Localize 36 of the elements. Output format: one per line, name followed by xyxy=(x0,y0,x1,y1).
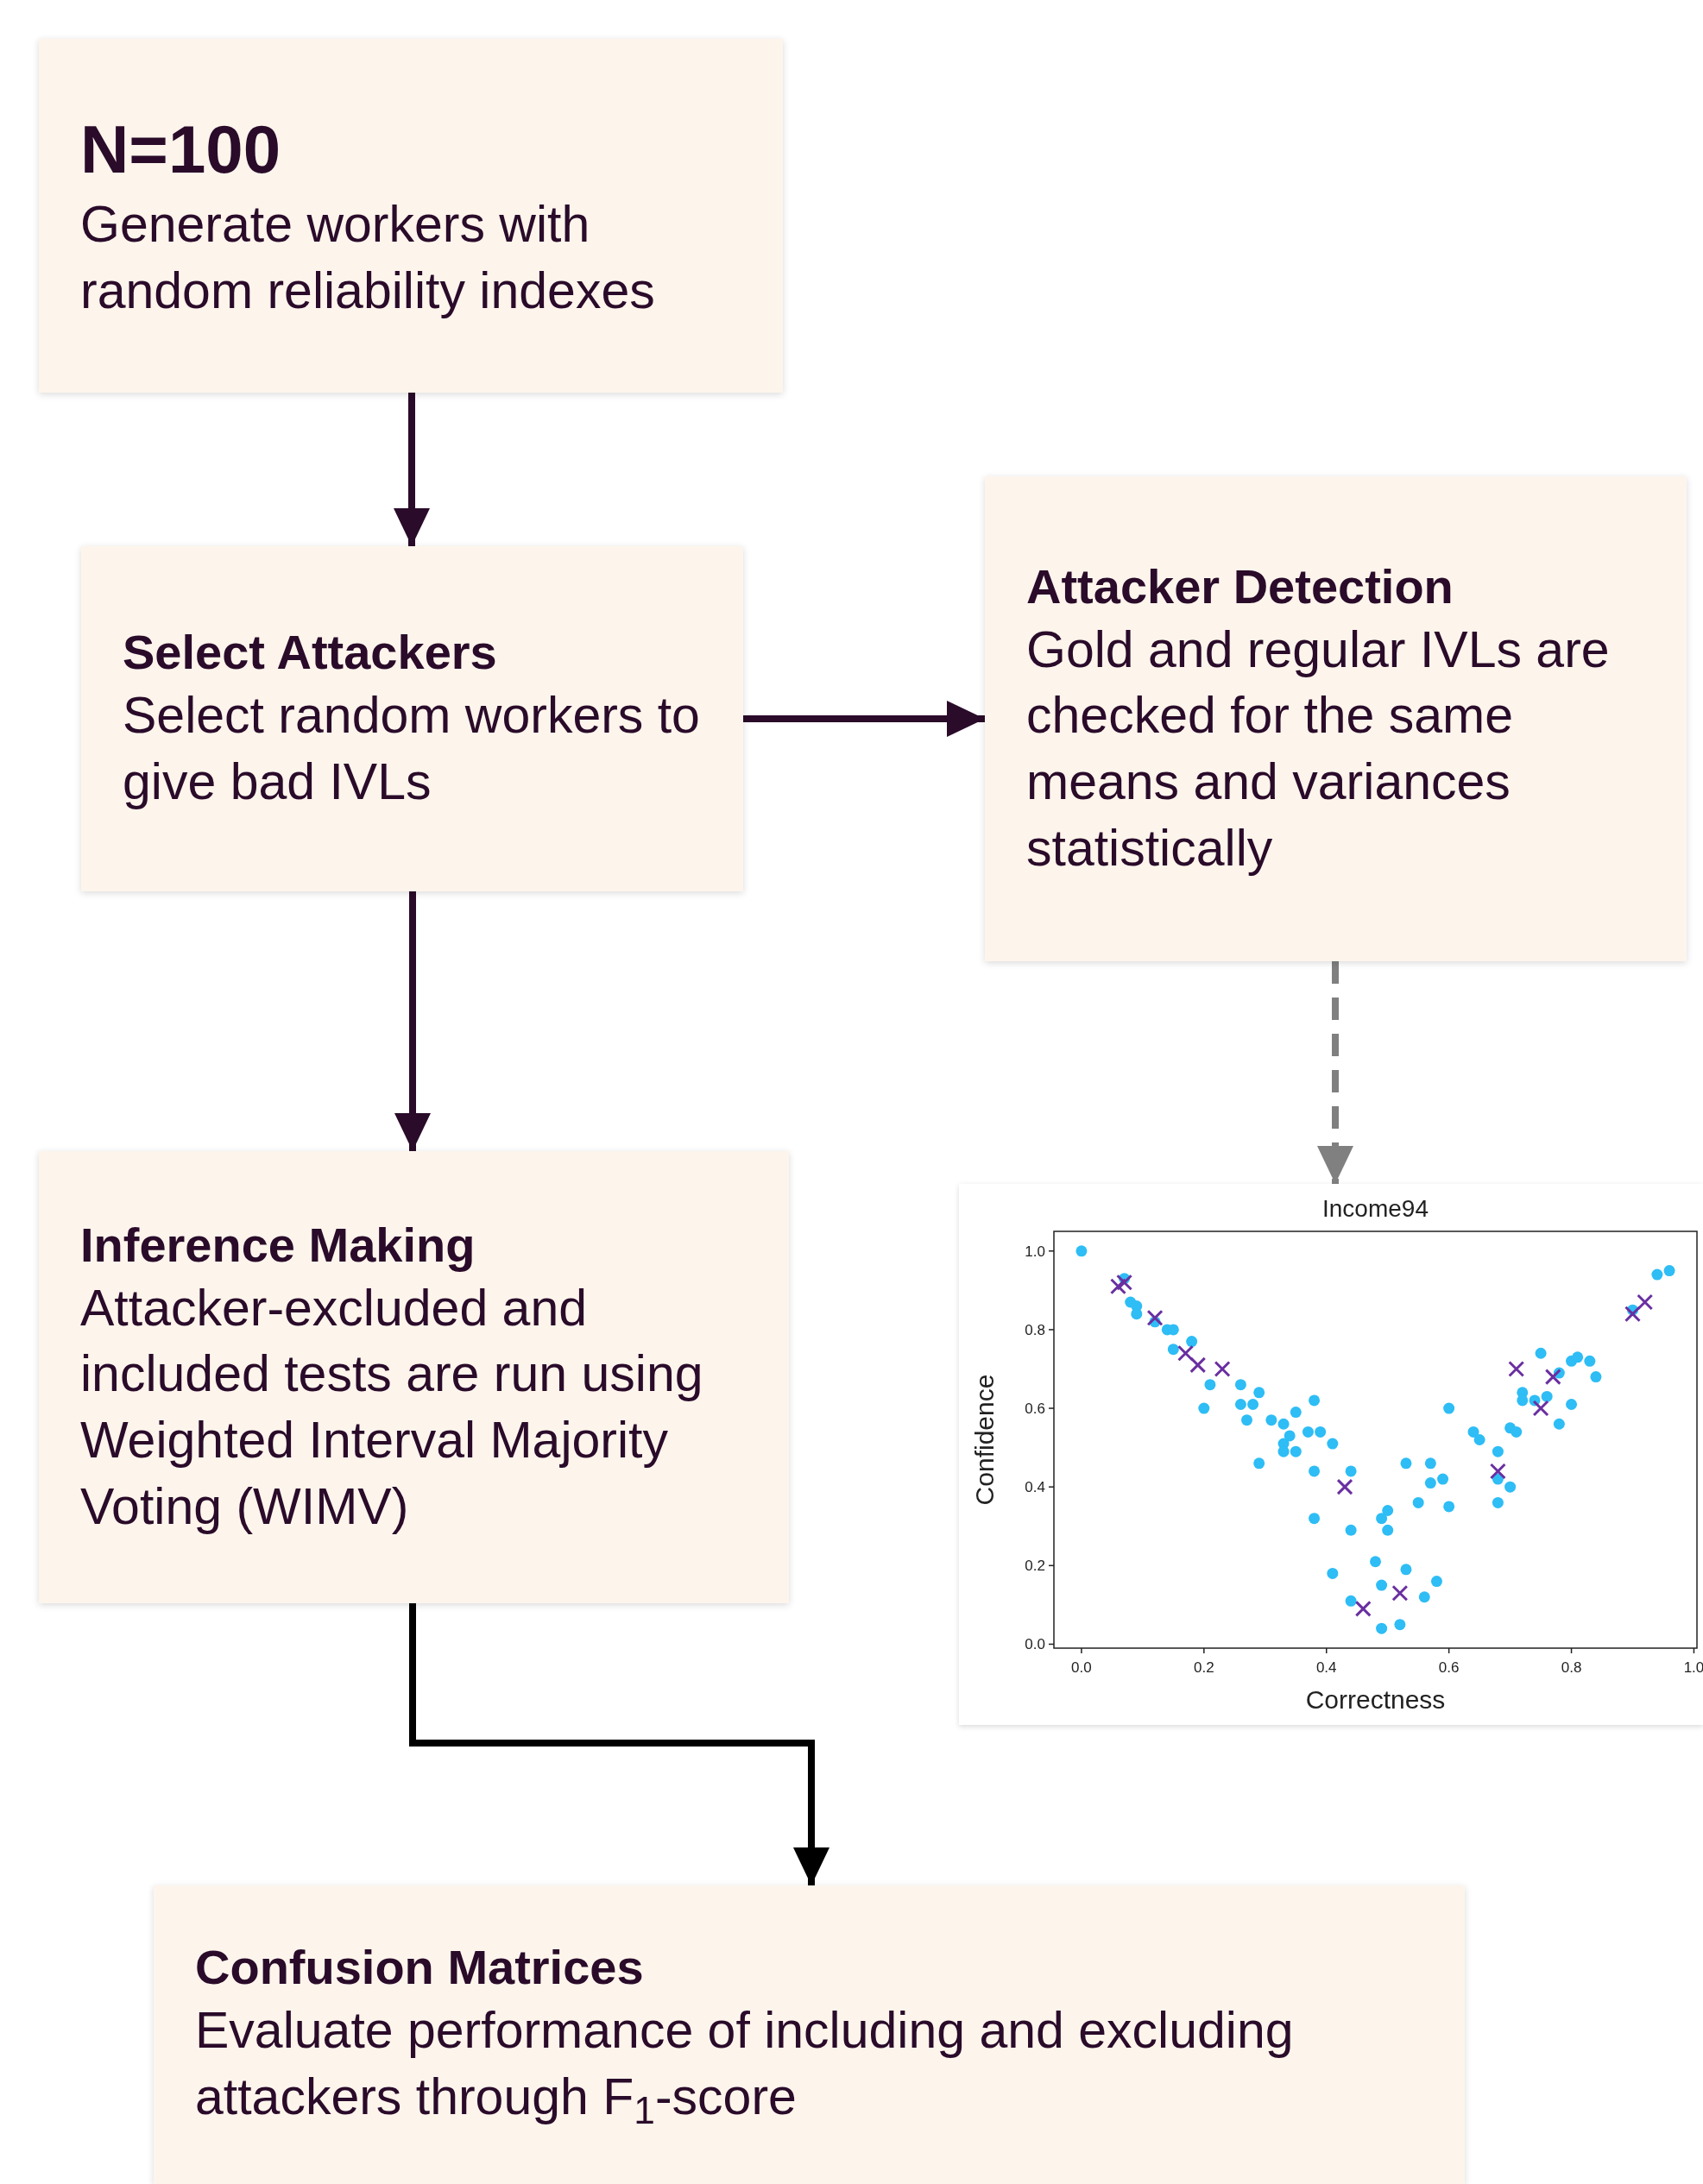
arrow xyxy=(409,1603,829,1885)
arrow xyxy=(394,393,430,546)
box-description: Generate workers with random reliability indexes xyxy=(80,195,656,321)
arrow xyxy=(743,701,985,737)
tick-label: 0.8 xyxy=(1561,1659,1582,1676)
tick-label: 0.0 xyxy=(1071,1659,1092,1676)
tick-label: 0.4 xyxy=(1315,1659,1337,1676)
process-box xyxy=(81,546,743,891)
arrow xyxy=(394,891,431,1151)
box-heading: Select Attackers xyxy=(123,624,498,682)
tick-label: 0.6 xyxy=(1438,1659,1460,1676)
box-heading: N=100 xyxy=(80,110,282,189)
process-box xyxy=(154,1885,1465,2184)
arrow xyxy=(1317,961,1353,1184)
box-description: Evaluate performance of including and excluding attackers through F$_{1}$-score xyxy=(195,2001,1295,2131)
tick-label: 0.4 xyxy=(1025,1479,1045,1496)
box-description: Gold and regular IVLs are checked for the same means and variances statistically xyxy=(1026,620,1611,878)
tick-label: 0.6 xyxy=(1025,1400,1045,1418)
process-box xyxy=(985,476,1687,961)
tick-label: 0.2 xyxy=(1194,1659,1214,1676)
axis-label: Confidence xyxy=(970,1374,999,1506)
tick-label: 1.0 xyxy=(1025,1243,1045,1260)
box-heading: Attacker Detection xyxy=(1026,557,1454,615)
box-description: Attacker-excluded and included tests are run using Weighted Interval Majority Voting (WIMV) xyxy=(80,1278,704,1537)
tick-label: 0.2 xyxy=(1025,1558,1045,1575)
process-box xyxy=(39,39,783,393)
tick-label: 1.0 xyxy=(1683,1659,1703,1676)
axis-label: Correctness xyxy=(1305,1685,1446,1714)
tick-label: 0.8 xyxy=(1025,1321,1045,1338)
box-description: Select random workers to give bad IVLs xyxy=(123,686,701,812)
chart-title: Income94 xyxy=(1322,1195,1429,1222)
process-box xyxy=(39,1151,789,1603)
box-heading: Inference Making xyxy=(80,1216,476,1274)
box-heading: Confusion Matrices xyxy=(195,1939,645,1996)
scatter-plot xyxy=(959,1184,1703,1725)
tick-label: 0.0 xyxy=(1025,1636,1045,1653)
